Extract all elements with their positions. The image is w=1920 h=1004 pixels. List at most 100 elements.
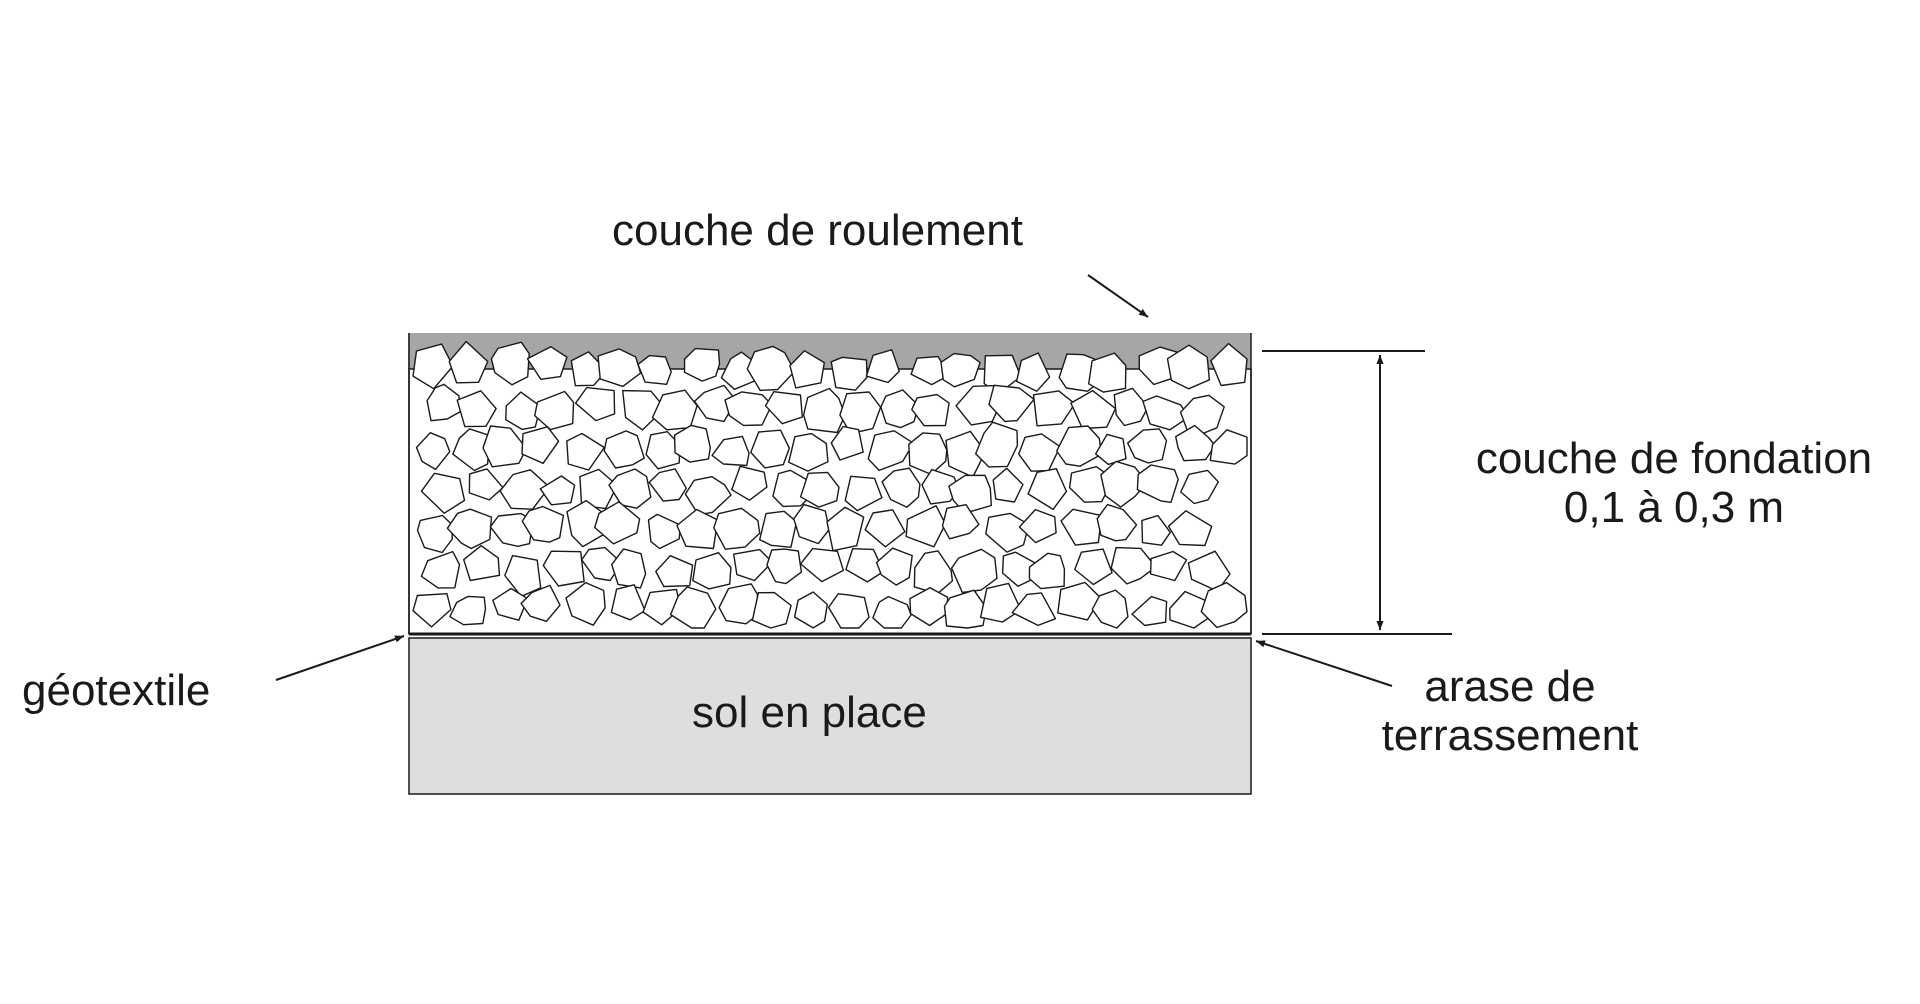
stone: [1179, 394, 1225, 436]
stone: [420, 472, 466, 514]
stone: [622, 389, 666, 431]
stone: [1210, 342, 1248, 387]
stone: [415, 432, 451, 471]
stone: [1136, 464, 1179, 503]
stone: [448, 340, 489, 384]
couche-roulement-arrow: [1087, 274, 1149, 318]
stone: [746, 345, 796, 392]
stone: [611, 548, 647, 589]
stone: [1138, 346, 1181, 386]
stone: [1027, 468, 1068, 511]
stone: [692, 552, 732, 590]
stone: [724, 391, 773, 427]
stone: [911, 393, 950, 427]
stone: [844, 475, 883, 512]
stone: [827, 593, 870, 629]
stone: [542, 550, 585, 587]
stone: [839, 391, 882, 435]
stone: [905, 505, 947, 548]
stone: [1131, 595, 1168, 627]
stone: [979, 582, 1022, 623]
stone: [449, 595, 487, 626]
stone: [992, 467, 1024, 503]
stone: [943, 589, 988, 629]
arase-line-2: terrassement: [1381, 711, 1639, 761]
stone: [1126, 428, 1168, 464]
stone: [669, 586, 717, 629]
epaisseur-fondation-value: 0,1 à 0,3 m: [1563, 483, 1785, 533]
stone: [490, 341, 530, 386]
stone: [684, 476, 732, 516]
stone: [750, 429, 790, 469]
arase-arrow: [1255, 640, 1393, 687]
stone: [789, 350, 825, 389]
stone: [759, 510, 798, 548]
stone: [468, 468, 504, 501]
stone: [574, 386, 616, 422]
stone: [940, 352, 981, 388]
stone: [713, 507, 761, 550]
sol-en-place-layer: [408, 637, 1252, 795]
stone: [1074, 548, 1113, 586]
stone: [1209, 429, 1248, 465]
stone: [788, 432, 829, 472]
stone: [608, 468, 652, 509]
stone: [610, 584, 646, 621]
geotextile-label: géotextile: [22, 666, 211, 715]
stone: [647, 513, 681, 550]
stone: [1015, 352, 1051, 392]
stone: [463, 545, 501, 582]
stone: [1087, 352, 1127, 393]
stone: [420, 550, 461, 589]
stone: [1113, 387, 1149, 427]
stone: [1174, 424, 1216, 462]
stone: [913, 550, 954, 595]
stone: [412, 343, 454, 390]
stone: [865, 349, 900, 384]
stone: [637, 354, 672, 385]
stone: [1057, 581, 1102, 621]
stone: [504, 554, 542, 598]
stone: [764, 391, 803, 425]
stone: [1180, 469, 1220, 505]
stone: [492, 587, 529, 621]
stone: [799, 547, 845, 583]
stone: [505, 391, 542, 431]
arase-terrassement-label: arase de terrassement: [1350, 662, 1670, 761]
stone: [1032, 390, 1076, 427]
stone: [711, 435, 750, 467]
stone: [1187, 550, 1231, 592]
stone: [864, 509, 906, 548]
stone: [751, 591, 792, 629]
stone: [456, 390, 497, 428]
stone: [1068, 466, 1108, 503]
stone: [416, 514, 453, 554]
stone: [676, 508, 719, 550]
stone: [1091, 589, 1129, 629]
stone: [950, 548, 998, 594]
stone: [830, 356, 868, 391]
couche-roulement-label: couche de roulement: [612, 206, 1023, 255]
stone: [826, 506, 865, 552]
stone: [1200, 581, 1248, 629]
stone: [565, 581, 606, 626]
aggregate-stones: [412, 340, 1248, 629]
stone: [1166, 344, 1211, 390]
stone: [1149, 550, 1188, 582]
stone: [693, 384, 735, 423]
stone: [1167, 510, 1213, 547]
sol-en-place-label: sol en place: [692, 688, 927, 737]
stone: [872, 595, 912, 629]
couche-fondation-label: couche de fondation 0,1 à 0,3 m: [1440, 434, 1908, 533]
stone: [655, 555, 694, 588]
stone: [521, 426, 560, 464]
geotextile-arrow: [275, 635, 405, 681]
stone: [830, 425, 864, 461]
stone: [648, 468, 687, 502]
stone: [880, 389, 920, 429]
stone: [881, 467, 921, 508]
stone: [539, 475, 576, 506]
stone: [1055, 425, 1103, 467]
stone: [597, 348, 642, 388]
